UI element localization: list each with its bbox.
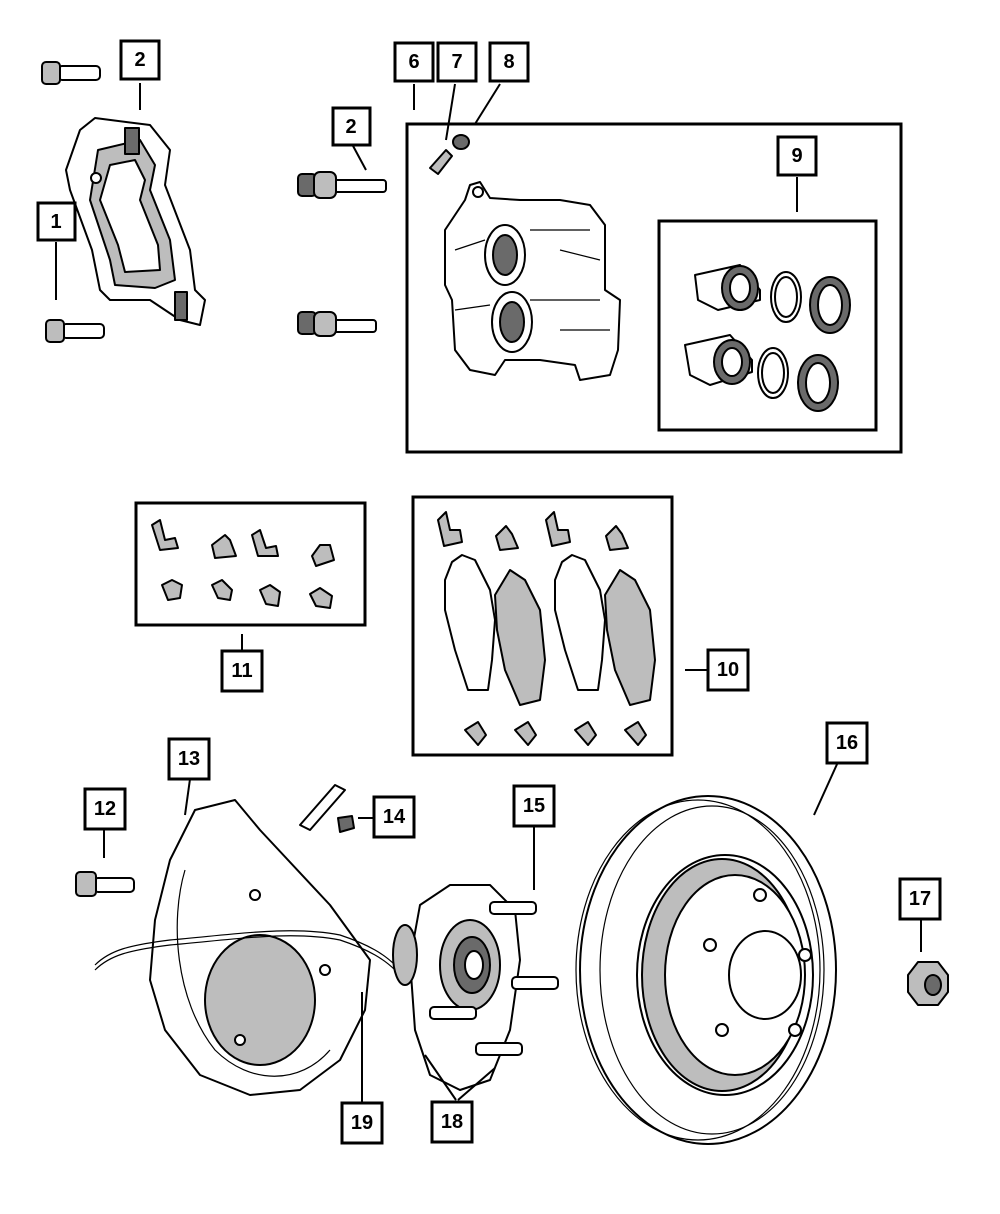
callout-label: 15 (523, 795, 545, 817)
caliper-bracket-bolt-bottom (45, 319, 105, 343)
callout-label: 14 (383, 806, 406, 828)
callout-10: 10 (706, 648, 750, 692)
guide-pin-top (297, 171, 387, 199)
callout-2-bracket: 2 (119, 39, 161, 81)
sensor-clip-and-screw (299, 784, 355, 833)
disc-brake-splash-shield (149, 799, 371, 1096)
callout-label: 7 (451, 51, 462, 73)
bleeder-screw (429, 149, 453, 175)
bleeder-cap (452, 134, 470, 150)
brake-pad-kit-frame (411, 495, 674, 757)
callout-label: 1 (50, 211, 61, 233)
callout-label: 13 (178, 748, 200, 770)
guide-pin-bottom (297, 311, 377, 337)
callout-label: 19 (351, 1112, 373, 1134)
hub-and-bearing (392, 884, 521, 1091)
wheel-speed-sensor (94, 930, 396, 971)
callout-12: 12 (83, 787, 127, 831)
callout-1: 1 (36, 201, 77, 242)
callout-14: 14 (372, 795, 416, 839)
callout-2-pins: 2 (331, 106, 372, 147)
callout-label: 9 (791, 145, 802, 167)
piston-seal-kit (684, 264, 851, 412)
callout-label: 16 (836, 732, 858, 754)
caliper-assembly-frame (405, 122, 903, 454)
callout-11: 11 (220, 649, 264, 693)
brake-clips (151, 519, 335, 609)
callout-label: 2 (134, 49, 145, 71)
callout-label: 2 (345, 116, 356, 138)
callout-15: 15 (512, 784, 556, 828)
callout-label: 17 (909, 888, 931, 910)
clip-kit-frame (134, 501, 367, 627)
piston-seal-kit-frame (657, 219, 878, 432)
callout-9: 9 (776, 135, 818, 177)
callout-label: 11 (231, 660, 252, 682)
wheel-lug-nut (907, 961, 949, 1006)
callout-17: 17 (898, 877, 942, 921)
callout-label: 12 (94, 798, 116, 820)
callout-label: 18 (441, 1111, 463, 1133)
caliper-adapter-bracket (65, 117, 206, 326)
callout-18: 18 (430, 1100, 474, 1144)
callout-13: 13 (167, 737, 211, 781)
callout-19: 19 (340, 1101, 384, 1145)
callout-6: 6 (393, 41, 435, 83)
callout-16: 16 (825, 721, 869, 765)
splash-shield-bolt (75, 871, 135, 897)
brake-pads (437, 511, 656, 746)
callout-label: 6 (408, 51, 419, 73)
disc-brake-caliper (444, 181, 621, 381)
leader-lines (55, 83, 922, 1102)
caliper-bracket-bolt-top (41, 61, 101, 85)
callout-8: 8 (488, 41, 530, 83)
callout-7: 7 (436, 41, 478, 83)
callout-label: 8 (503, 51, 514, 73)
brake-rotor (575, 795, 837, 1145)
wheel-studs (429, 901, 559, 1056)
callout-label: 10 (717, 659, 739, 681)
